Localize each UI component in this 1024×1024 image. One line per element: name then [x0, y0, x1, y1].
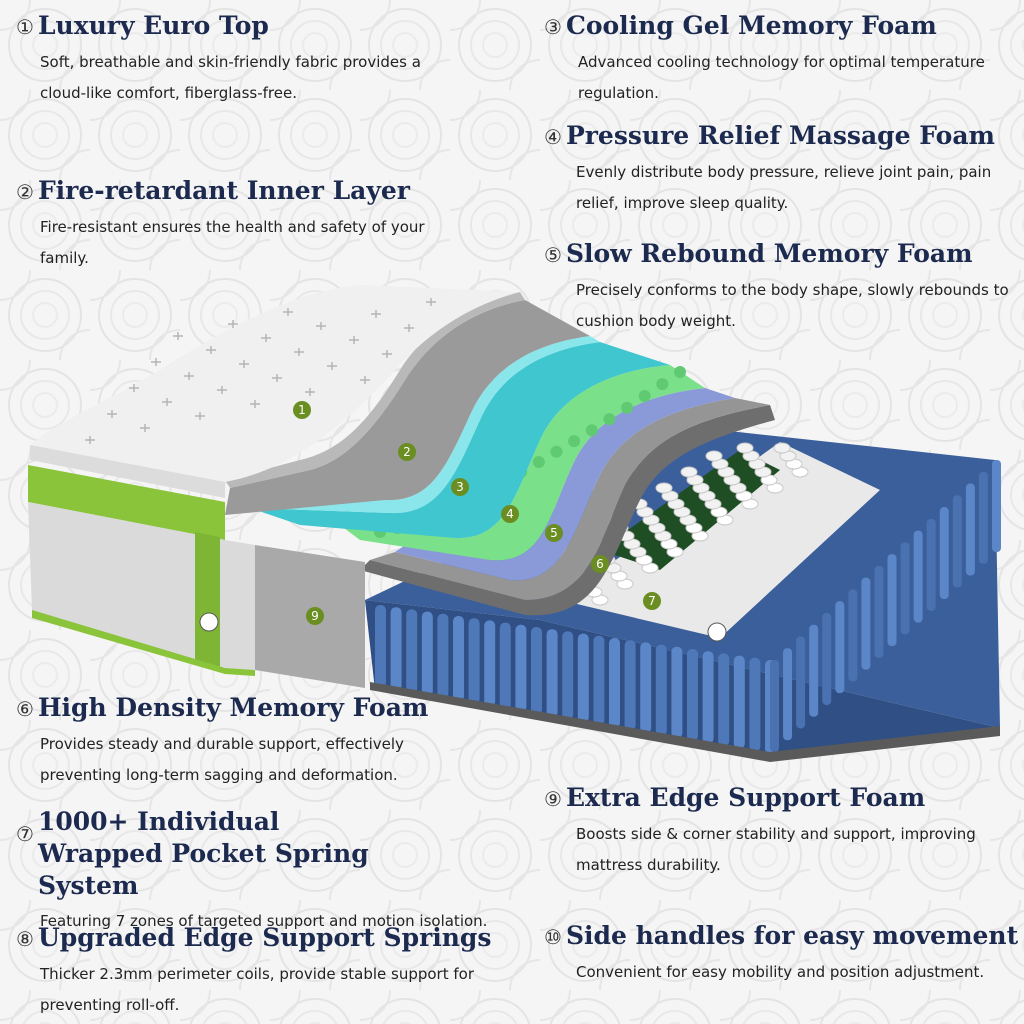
- feature-title-text: Cooling Gel Memory Foam: [565, 11, 937, 40]
- svg-text:9: 9: [311, 609, 319, 623]
- feature-title-text: Fire-retardant Inner Layer: [37, 176, 410, 205]
- callout-2: 2: [398, 443, 416, 461]
- feature-number: ④: [544, 125, 562, 149]
- feature-desc: Soft, breathable and skin-friendly fabri…: [40, 53, 421, 102]
- callout-5: 5: [545, 524, 563, 542]
- feature-desc: Advanced cooling technology for optimal …: [578, 53, 985, 102]
- feature-desc: Featuring 7 zones of targeted support an…: [40, 912, 488, 930]
- feature-number: ③: [544, 15, 562, 39]
- feature-desc: Boosts side & corner stability and suppo…: [576, 825, 976, 874]
- feature-desc: Thicker 2.3mm perimeter coils, provide s…: [40, 965, 474, 1014]
- feature-desc: Evenly distribute body pressure, relieve…: [576, 163, 992, 212]
- callout-9: 9: [306, 607, 324, 625]
- feature-desc: Convenient for easy mobility and positio…: [576, 963, 985, 981]
- mattress-side-panel: [28, 465, 365, 688]
- fire-retardant-layer: [225, 300, 590, 515]
- euro-top-layer: [30, 285, 520, 498]
- callout-3: 3: [451, 478, 469, 496]
- callout-7: 7: [643, 592, 661, 610]
- callout-6: 6: [591, 555, 609, 573]
- svg-text:3: 3: [456, 480, 464, 494]
- massage-foam-layer: [340, 365, 705, 561]
- feature-title-text: High Density Memory Foam: [37, 693, 429, 722]
- feature-desc: Fire-resistant ensures the health and sa…: [40, 218, 425, 267]
- feature-title-text: Pressure Relief Massage Foam: [565, 121, 995, 150]
- feature-number: ②: [16, 180, 34, 204]
- feature-title-text: Upgraded Edge Support Springs: [37, 923, 492, 952]
- feature-number: ⑥: [16, 697, 34, 721]
- feature-title-text: Luxury Euro Top: [37, 11, 269, 40]
- callout-10: 10: [199, 612, 219, 632]
- feature-number: ⑩: [544, 925, 562, 949]
- feature-title-text: Slow Rebound Memory Foam: [565, 239, 973, 268]
- slow-rebound-foam-layer: [395, 388, 735, 581]
- callout-8: 8: [707, 622, 727, 642]
- feature-number: ⑨: [544, 787, 562, 811]
- cooling-gel-layer: [250, 342, 670, 539]
- svg-text:2: 2: [403, 445, 411, 459]
- svg-text:6: 6: [596, 557, 604, 571]
- svg-text:4: 4: [506, 507, 514, 521]
- mattress-layers-diagram: 1 2 3 4 5 6 7 8 9 10: [28, 285, 1001, 762]
- svg-text:7: 7: [648, 594, 656, 608]
- feature-title: ⑦ 1000+ Individual Wrapped Pocket Spring…: [16, 806, 496, 902]
- feature-number: ①: [16, 15, 34, 39]
- feature-number: ⑦: [16, 822, 34, 846]
- feature-number: ⑤: [544, 243, 562, 267]
- feature-7: ⑦ 1000+ Individual Wrapped Pocket Spring…: [16, 806, 496, 937]
- svg-text:8: 8: [713, 625, 721, 639]
- feature-desc: Precisely conforms to the body shape, sl…: [576, 281, 1009, 330]
- svg-text:1: 1: [298, 403, 306, 417]
- feature-number: ⑧: [16, 927, 34, 951]
- feature-title-text: Side handles for easy movement: [565, 921, 1019, 950]
- high-density-foam-layer: [360, 405, 775, 616]
- feature-title-text: 1000+ Individual Wrapped Pocket Spring S…: [37, 807, 369, 900]
- feature-desc: Provides steady and durable support, eff…: [40, 735, 404, 784]
- feature-title-text: Extra Edge Support Foam: [565, 783, 926, 812]
- svg-text:5: 5: [550, 526, 558, 540]
- callout-1: 1: [293, 401, 311, 419]
- svg-text:10: 10: [201, 615, 216, 629]
- callout-4: 4: [501, 505, 519, 523]
